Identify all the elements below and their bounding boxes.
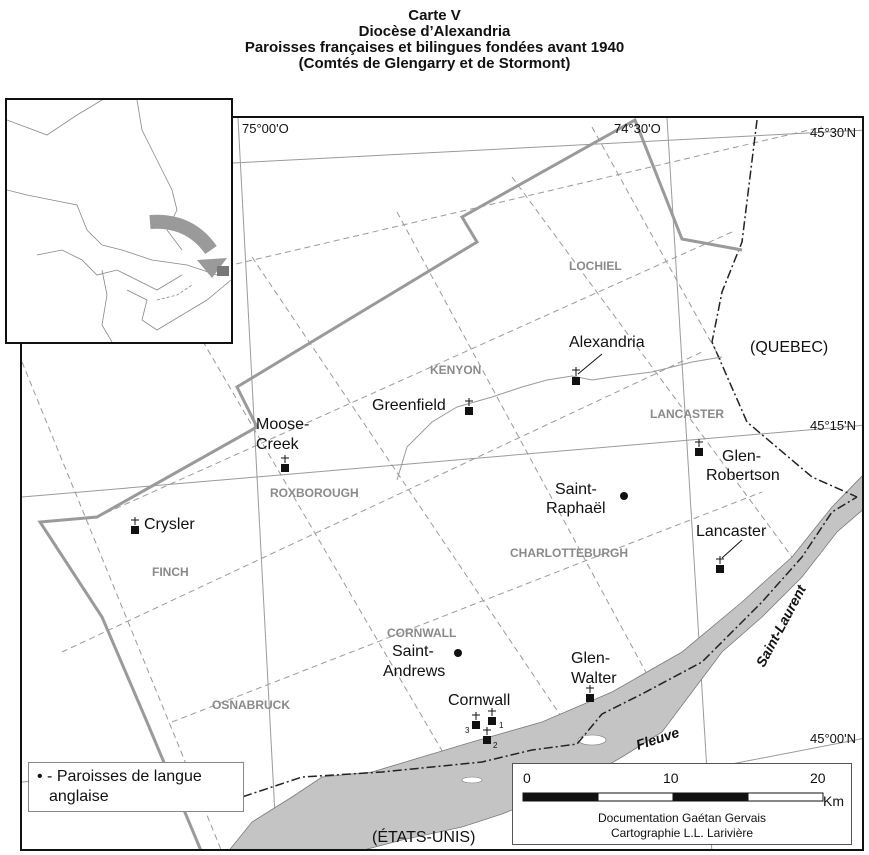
place-lancaster: Lancaster — [696, 523, 767, 540]
place-greenfield: Greenfield — [372, 397, 446, 414]
scale-segment — [672, 792, 749, 802]
inset-lake-michigan — [101, 269, 113, 342]
place-glen-walter-1: Glen- — [571, 650, 610, 667]
title-line-4: (Comtés de Glengarry et de Stormont) — [298, 55, 571, 72]
river-island — [461, 776, 483, 784]
township-charlotteburgh: CHARLOTTEBURGH — [510, 546, 628, 560]
place-saint-raphael-1: Saint- — [555, 481, 597, 498]
place-saint-andrews-1: Saint- — [392, 643, 434, 660]
township-roxborough: ROXBOROUGH — [270, 486, 359, 500]
cornwall-number-1: 1 — [499, 721, 504, 730]
parish-marker-moose-creek[interactable] — [281, 455, 289, 472]
title-line-2: Diocèse d’Alexandria — [358, 23, 511, 40]
region-etats-unis: (ÉTATS-UNIS) — [372, 827, 475, 846]
inset-arrow-head — [197, 258, 227, 278]
english-parish-dot-saint-andrews[interactable] — [454, 649, 462, 657]
map-title: Carte V Diocèse d’Alexandria Paroisses f… — [0, 8, 869, 72]
township-lochiel: LOCHIEL — [569, 259, 622, 273]
inset-shoreline — [7, 189, 218, 276]
inset-highlight-region — [217, 266, 229, 276]
diocese-boundary — [37, 118, 743, 849]
parish-marker-cornwall-2[interactable] — [483, 727, 491, 744]
inset-coast — [136, 100, 183, 251]
parallel-4515 — [22, 424, 862, 498]
scale-tick-10: 10 — [663, 770, 679, 786]
township-finch: FINCH — [152, 565, 189, 579]
inset-canvas — [7, 100, 231, 342]
scale-tick-20: 20 — [810, 770, 826, 786]
locator-inset-map[interactable] — [5, 98, 233, 344]
lon-label-7500: 75°00'O — [242, 121, 289, 136]
scale-segment — [522, 792, 599, 802]
legend-line-2: anglaise — [49, 788, 109, 805]
inset-boundary — [156, 284, 193, 301]
parish-markers — [131, 353, 743, 744]
parish-marker-greenfield[interactable] — [465, 398, 473, 415]
parish-marker-alexandria[interactable] — [572, 353, 603, 385]
scale-segment — [597, 792, 674, 802]
river-island — [577, 734, 607, 746]
township-kenyon: KENYON — [430, 363, 481, 377]
place-moose-creek-2: Creek — [256, 436, 300, 453]
cornwall-number-3: 3 — [465, 726, 470, 735]
parish-marker-glen-robertson[interactable] — [695, 439, 703, 456]
scale-segment — [747, 792, 824, 802]
place-crysler: Crysler — [144, 516, 195, 533]
place-glen-walter-2: Walter — [571, 670, 617, 687]
parish-marker-crysler[interactable] — [131, 517, 139, 534]
inset-lake-erie — [126, 279, 231, 331]
lon-label-7430: 74°30'O — [614, 121, 661, 136]
title-line-3: Paroisses françaises et bilingues fondée… — [244, 39, 625, 56]
cornwall-number-2: 2 — [493, 741, 498, 750]
inset-arrow-shaft — [149, 214, 217, 255]
place-saint-andrews-2: Andrews — [383, 663, 445, 680]
scale-unit: Km — [823, 793, 844, 809]
lat-label-4515: 45°15'N — [810, 418, 856, 433]
inset-great-lakes — [36, 249, 183, 291]
scale-bar: 0 10 20 Km Documentation Gaétan Gervais … — [522, 770, 844, 840]
delisle-river — [396, 356, 723, 481]
legend-line-1: • - Paroisses de langue — [37, 768, 202, 785]
meridian-7500 — [237, 118, 278, 849]
place-cornwall: Cornwall — [448, 692, 510, 709]
english-parish-dot-saint-raphael[interactable] — [620, 492, 628, 500]
place-saint-raphael-2: Raphaël — [546, 500, 606, 517]
lat-label-4530: 45°30'N — [810, 125, 856, 140]
place-alexandria: Alexandria — [569, 334, 645, 351]
map-legend: • - Paroisses de langue anglaise — [28, 762, 244, 812]
international-boundary — [226, 496, 858, 803]
meridian-7430 — [666, 118, 713, 849]
place-moose-creek-1: Moose- — [256, 416, 309, 433]
place-glen-robertson-2: Robertson — [706, 467, 780, 484]
credit-documentation: Documentation Gaétan Gervais — [598, 811, 766, 825]
place-glen-robertson-1: Glen- — [722, 448, 761, 465]
credit-cartography: Cartographie L.L. Larivière — [611, 826, 753, 840]
provincial-boundary — [711, 119, 858, 498]
scale-and-credits: 0 10 20 Km Documentation Gaétan Gervais … — [512, 763, 852, 845]
parish-marker-glen-walter[interactable] — [586, 685, 594, 702]
parish-marker-cornwall-1[interactable] — [488, 708, 496, 725]
township-lancaster: LANCASTER — [650, 407, 724, 421]
parish-marker-cornwall-3[interactable] — [472, 712, 480, 729]
lat-label-4500: 45°00'N — [810, 731, 856, 746]
township-osnabruck: OSNABRUCK — [212, 698, 290, 712]
township-cornwall: CORNWALL — [387, 626, 456, 640]
parish-marker-lancaster[interactable] — [716, 539, 743, 573]
title-line-1: Carte V — [408, 7, 461, 24]
inset-border-line — [7, 100, 103, 136]
region-quebec: (QUEBEC) — [750, 339, 828, 356]
scale-tick-0: 0 — [523, 770, 531, 786]
